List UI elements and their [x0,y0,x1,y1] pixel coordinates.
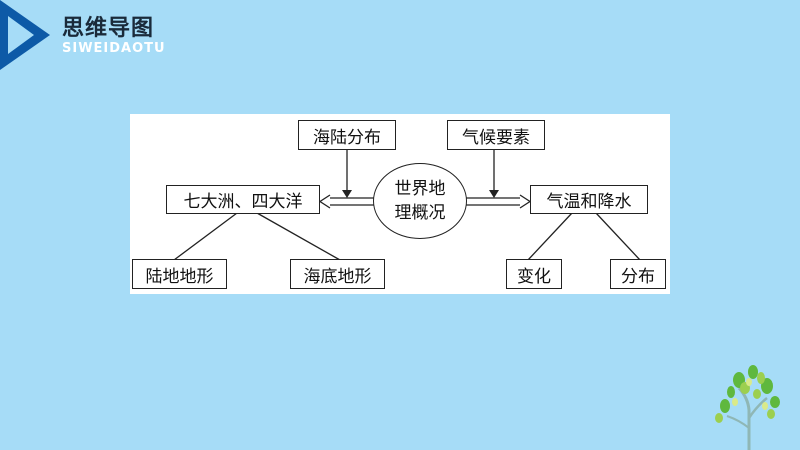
connector-right-child-2 [595,212,641,261]
connector-right-child-1 [527,212,573,261]
node-left-child-2: 海底地形 [290,259,385,289]
connector-left-child-2 [256,212,341,261]
mind-map-diagram: 海陆分布 气候要素 七大洲、四大洋 世界地 理概况 气温和降水 陆地地形 海底地… [130,114,670,294]
connector-left-child-1 [173,212,238,261]
arrow-right-top-head [489,190,499,198]
node-right-top: 气候要素 [447,120,545,150]
node-right-child-2: 分布 [610,259,666,289]
page-subtitle: SIWEIDAOTU [62,41,166,56]
arrow-left-top-head [342,190,352,198]
tree-icon [715,365,780,450]
double-arrow-right-head [519,194,532,209]
page-title: 思维导图 [62,16,155,41]
node-center: 世界地 理概况 [373,163,467,239]
node-left-top: 海陆分布 [298,120,396,150]
node-center-line-1: 世界地 [394,179,446,199]
node-left-main: 七大洲、四大洋 [166,185,320,214]
double-arrow-left-head [318,194,331,209]
node-right-child-1: 变化 [506,259,562,289]
node-right-main: 气温和降水 [530,185,648,214]
play-arrow-icon [0,0,50,70]
node-left-child-1: 陆地地形 [132,259,227,289]
node-center-line-2: 理概况 [394,203,446,223]
